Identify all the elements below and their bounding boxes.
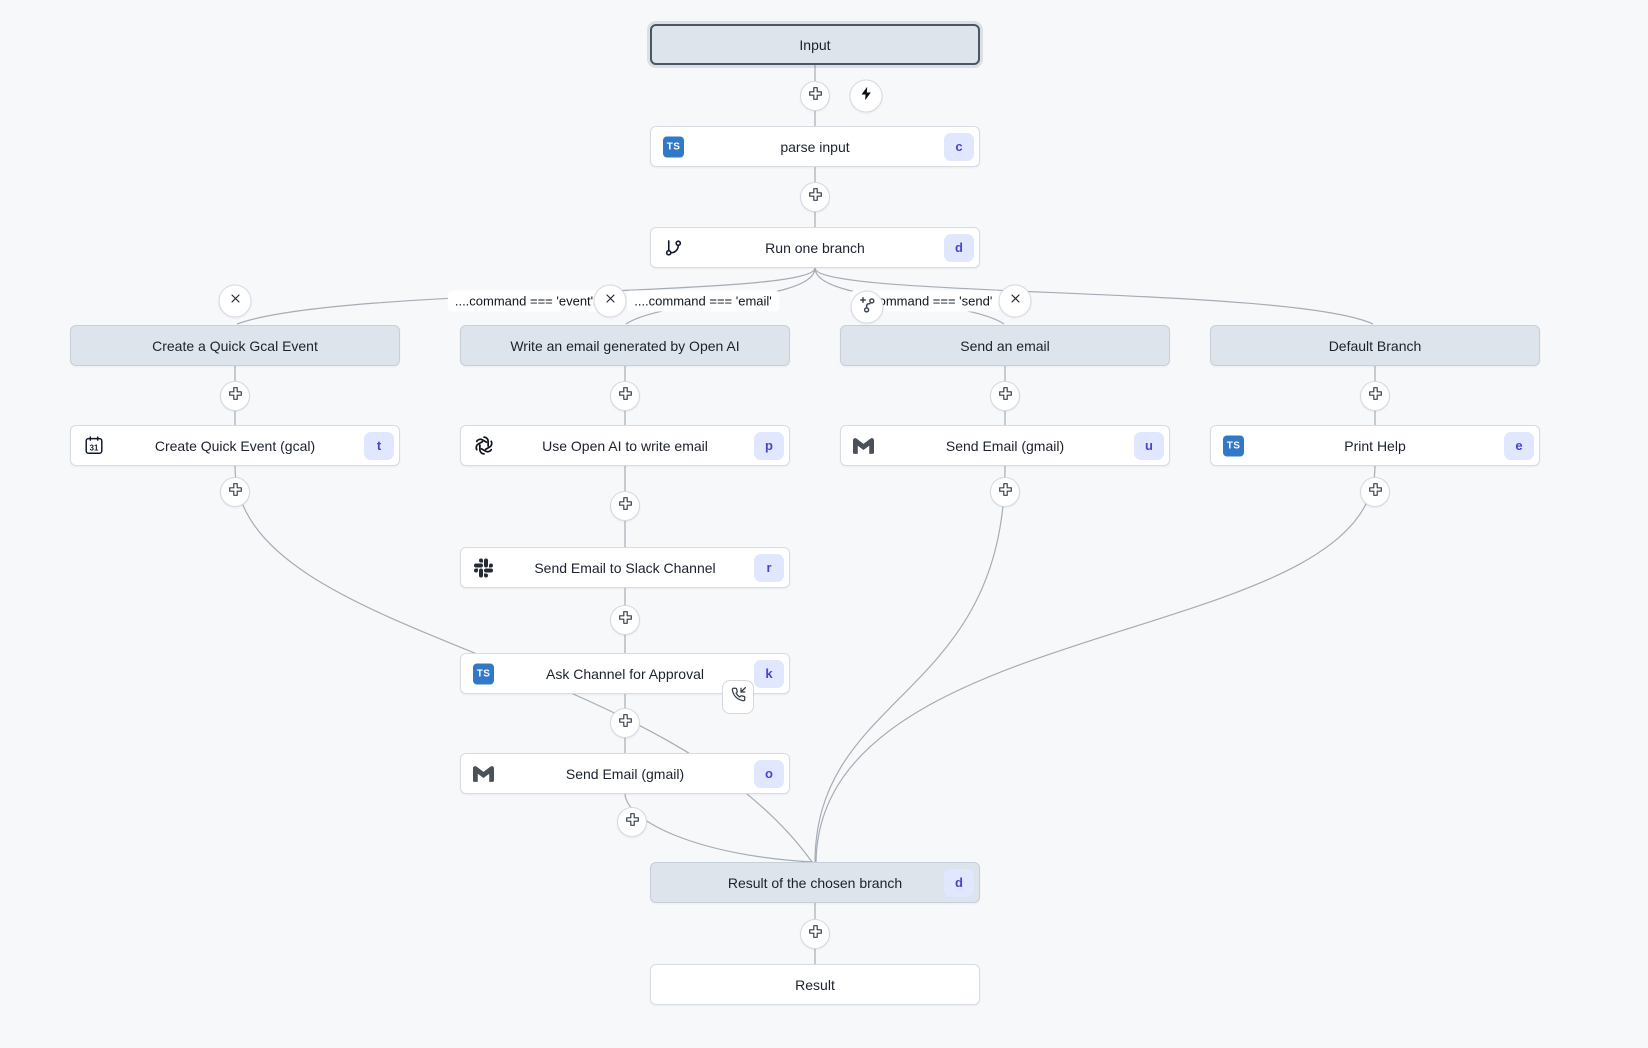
plus-icon <box>624 811 641 833</box>
step-id-badge: c <box>944 132 974 161</box>
plus-icon <box>227 385 244 407</box>
step-id-badge: p <box>754 431 784 460</box>
branch-header-default[interactable]: Default Branch <box>1210 325 1540 366</box>
add-step-button[interactable] <box>990 381 1020 411</box>
branch-header-gcal-event[interactable]: Create a Quick Gcal Event <box>70 325 400 366</box>
add-step-button[interactable] <box>800 182 830 212</box>
plus-icon <box>807 923 824 945</box>
add-step-button[interactable] <box>1360 477 1390 507</box>
plus-icon <box>997 481 1014 503</box>
plus-icon <box>807 186 824 208</box>
step-id-badge: o <box>754 759 784 788</box>
branch-condition-label: ....command === 'event' <box>447 290 601 312</box>
add-step-button[interactable] <box>610 491 640 521</box>
plus-icon <box>617 712 634 734</box>
step-node-send-email-gmail-2[interactable]: Send Email (gmail) o <box>460 753 790 794</box>
step-node-ask-channel-approval[interactable]: TS Ask Channel for Approval k <box>460 653 790 694</box>
calendar-icon: 31 <box>82 434 105 457</box>
bolt-icon <box>858 86 874 107</box>
input-label: Input <box>799 36 831 53</box>
run-one-branch-node[interactable]: Run one branch d <box>650 227 980 268</box>
step-node-create-quick-event[interactable]: 31 Create Quick Event (gcal) t <box>70 425 400 466</box>
git-branch-icon <box>662 236 685 259</box>
close-icon <box>1008 292 1022 311</box>
typescript-icon: TS <box>472 662 495 685</box>
openai-icon <box>472 434 495 457</box>
step-id-badge: u <box>1134 431 1164 460</box>
branch-add-icon <box>858 296 876 319</box>
add-step-button[interactable] <box>610 605 640 635</box>
add-step-button[interactable] <box>610 381 640 411</box>
add-step-button[interactable] <box>610 708 640 738</box>
add-step-button[interactable] <box>220 381 250 411</box>
suspend-approval-indicator <box>722 680 754 714</box>
parse-input-node[interactable]: TS parse input c <box>650 126 980 167</box>
typescript-icon: TS <box>662 135 685 158</box>
plus-icon <box>1367 481 1384 503</box>
step-id-badge: d <box>944 233 974 262</box>
branch-header-openai-email[interactable]: Write an email generated by Open AI <box>460 325 790 366</box>
branch-header-send-email[interactable]: Send an email <box>840 325 1170 366</box>
delete-branch-button[interactable] <box>218 284 252 318</box>
phone-incoming-icon <box>731 687 746 707</box>
input-node[interactable]: Input <box>650 24 980 65</box>
step-id-badge: k <box>754 659 784 688</box>
step-id-badge: t <box>364 431 394 460</box>
plus-icon <box>1367 385 1384 407</box>
step-label: Run one branch <box>765 239 865 256</box>
typescript-icon: TS <box>1222 434 1245 457</box>
step-node-print-help[interactable]: TS Print Help e <box>1210 425 1540 466</box>
add-step-button[interactable] <box>800 81 830 111</box>
add-step-button[interactable] <box>800 919 830 949</box>
gmail-icon <box>852 434 875 457</box>
step-node-send-email-slack[interactable]: Send Email to Slack Channel r <box>460 547 790 588</box>
close-icon <box>603 292 617 311</box>
result-of-branch-node[interactable]: Result of the chosen branch d <box>650 862 980 903</box>
svg-text:31: 31 <box>89 443 98 452</box>
step-id-badge: r <box>754 553 784 582</box>
branch-condition-label: ....command === 'send' <box>850 290 1000 312</box>
plus-icon <box>617 495 634 517</box>
add-step-button[interactable] <box>1360 381 1390 411</box>
plus-icon <box>617 609 634 631</box>
step-label: parse input <box>780 138 850 155</box>
plus-icon <box>997 385 1014 407</box>
plus-icon <box>227 481 244 503</box>
add-branch-button[interactable] <box>850 290 884 324</box>
slack-icon <box>472 556 495 579</box>
plus-icon <box>617 385 634 407</box>
trigger-bolt-button[interactable] <box>849 79 883 113</box>
branch-condition-label: ....command === 'email' <box>627 290 779 312</box>
step-node-openai-write-email[interactable]: Use Open AI to write email p <box>460 425 790 466</box>
step-id-badge: d <box>944 868 974 897</box>
add-step-button[interactable] <box>220 477 250 507</box>
step-id-badge: e <box>1504 431 1534 460</box>
add-step-button[interactable] <box>617 807 647 837</box>
step-node-send-email-gmail[interactable]: Send Email (gmail) u <box>840 425 1170 466</box>
gmail-icon <box>472 762 495 785</box>
plus-icon <box>807 85 824 107</box>
delete-branch-button[interactable] <box>593 284 627 318</box>
add-step-button[interactable] <box>990 477 1020 507</box>
result-node[interactable]: Result <box>650 964 980 1005</box>
delete-branch-button[interactable] <box>998 284 1032 318</box>
close-icon <box>228 292 242 311</box>
